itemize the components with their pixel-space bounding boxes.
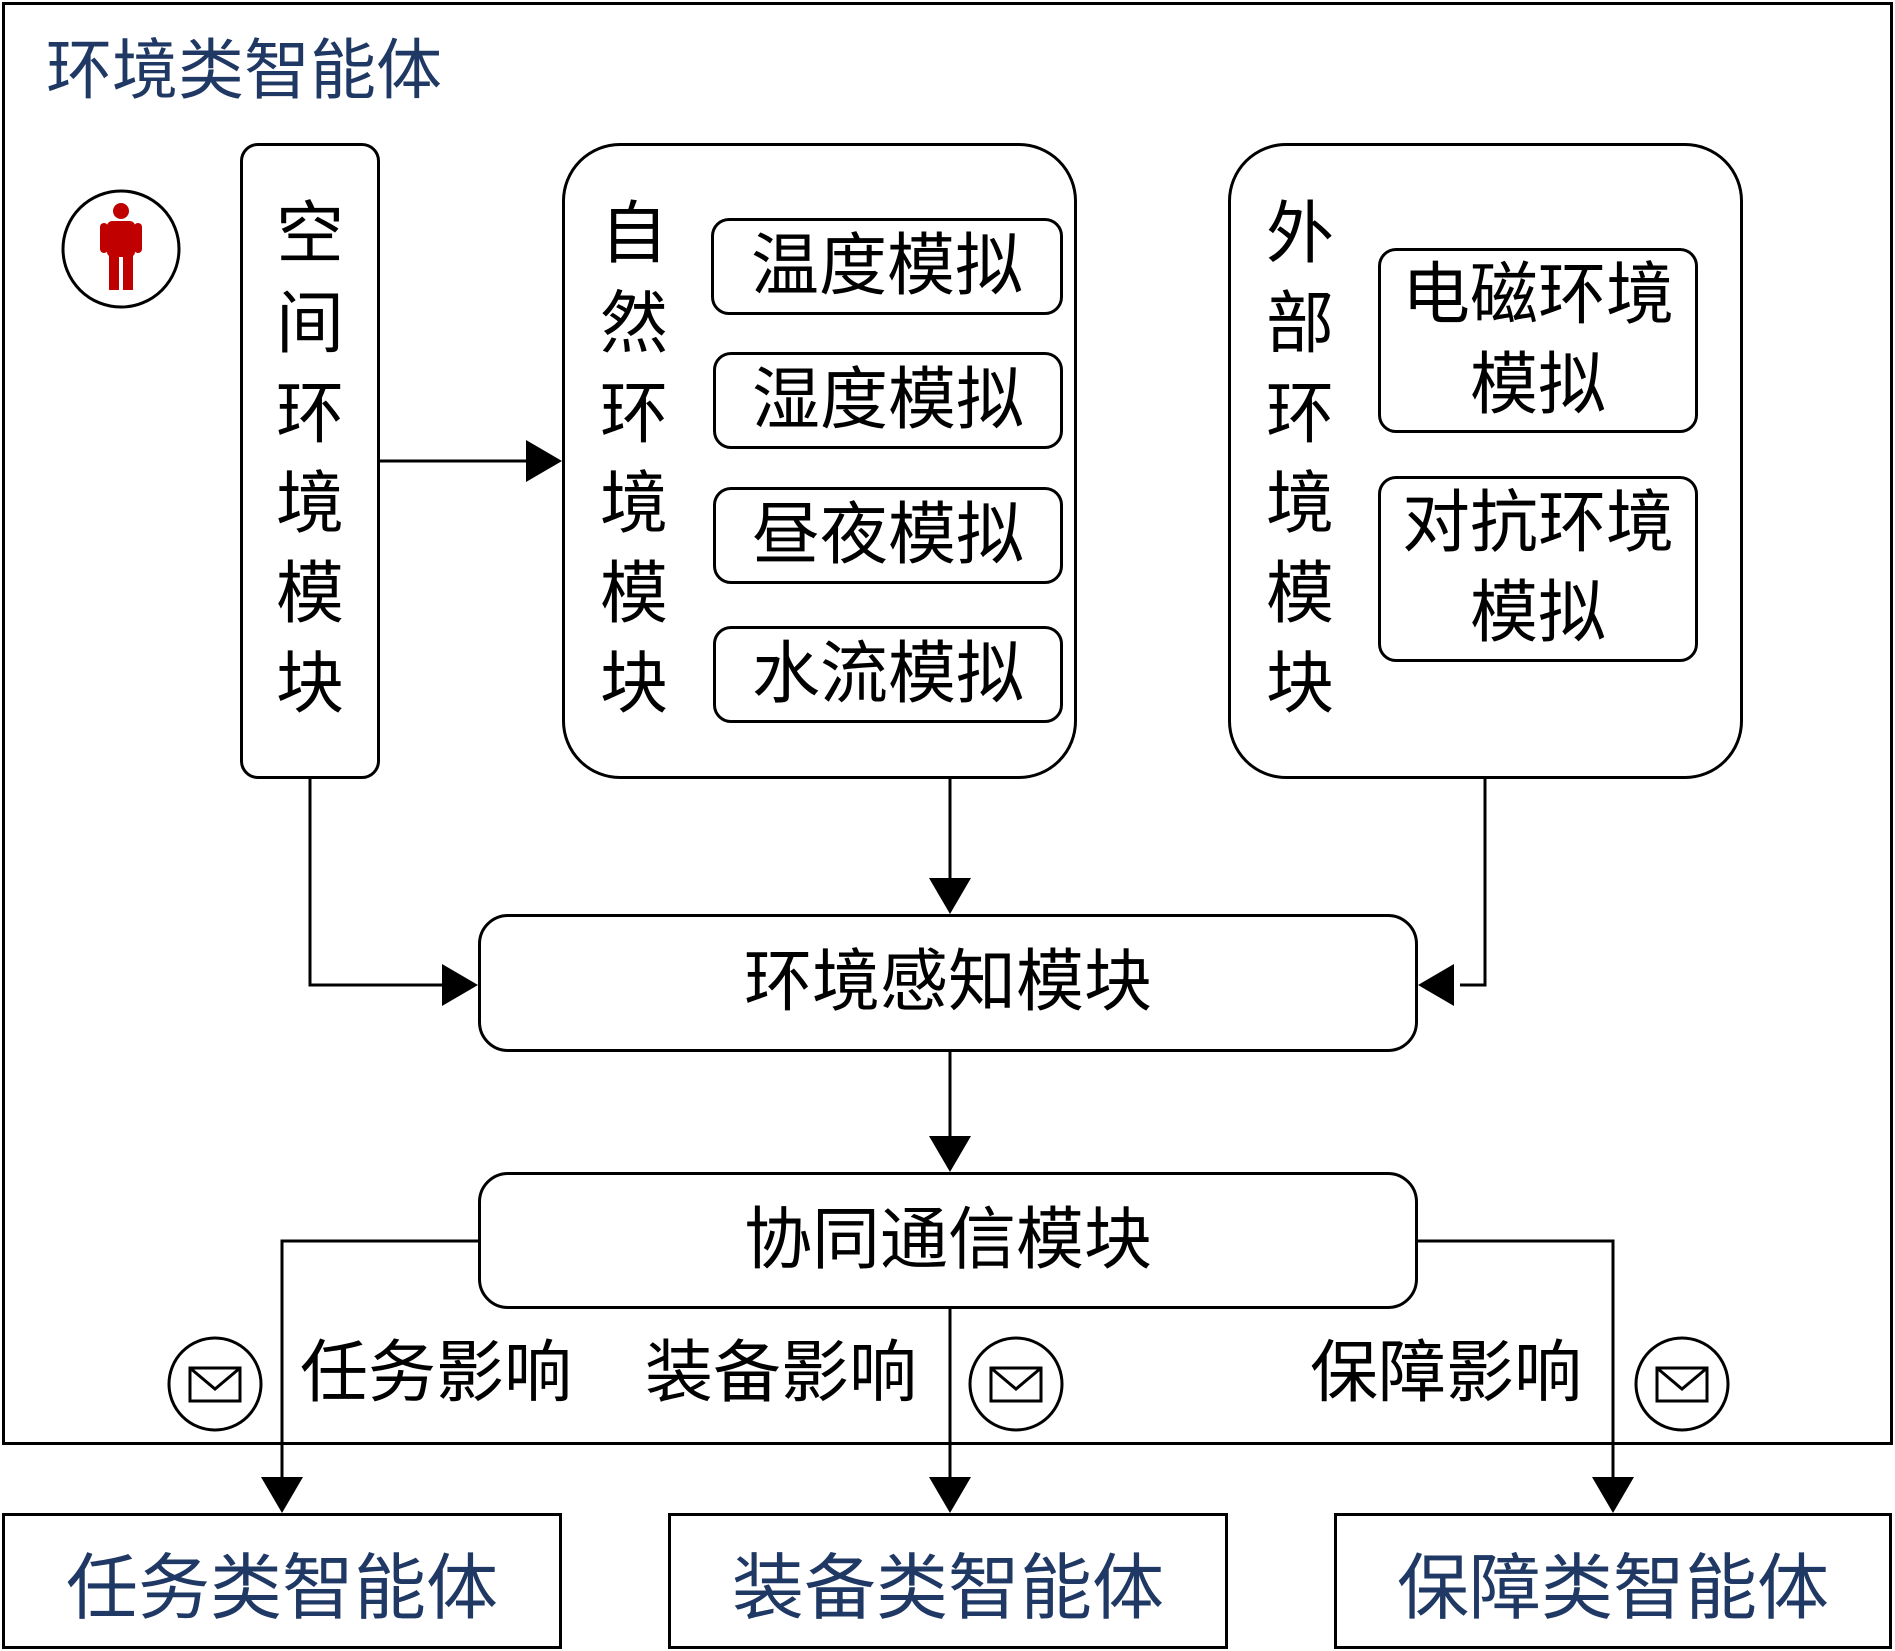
spatial-module-label: 空间环境模块 <box>275 195 344 724</box>
equipment-influence-label: 装备影响 <box>645 1334 918 1413</box>
natural-module-label: 自然环境模块 <box>599 195 668 724</box>
person-icon <box>60 188 182 310</box>
environment-perception-module: 环境感知模块 <box>478 914 1418 1052</box>
task-agent-box: 任务类智能体 <box>2 1513 562 1649</box>
support-influence-label: 保障影响 <box>1310 1334 1583 1413</box>
mail-icon <box>166 1335 264 1433</box>
spatial-environment-module <box>240 143 380 779</box>
container-title: 环境类智能体 <box>46 32 442 109</box>
natural-item: 水流模拟 <box>713 626 1063 723</box>
collaborative-communication-module: 协同通信模块 <box>478 1172 1418 1309</box>
external-module-label: 外部环境模块 <box>1265 195 1334 724</box>
external-item: 对抗环境模拟 <box>1378 476 1698 662</box>
task-influence-label: 任务影响 <box>300 1334 573 1413</box>
support-agent-box: 保障类智能体 <box>1334 1513 1892 1649</box>
natural-item: 昼夜模拟 <box>713 487 1063 584</box>
equipment-agent-box: 装备类智能体 <box>668 1513 1228 1649</box>
mail-icon <box>1633 1335 1731 1433</box>
natural-item: 湿度模拟 <box>713 352 1063 449</box>
mail-icon <box>967 1335 1065 1433</box>
natural-item: 温度模拟 <box>711 218 1063 315</box>
environment-agent-container <box>2 2 1893 1445</box>
external-item: 电磁环境模拟 <box>1378 248 1698 433</box>
